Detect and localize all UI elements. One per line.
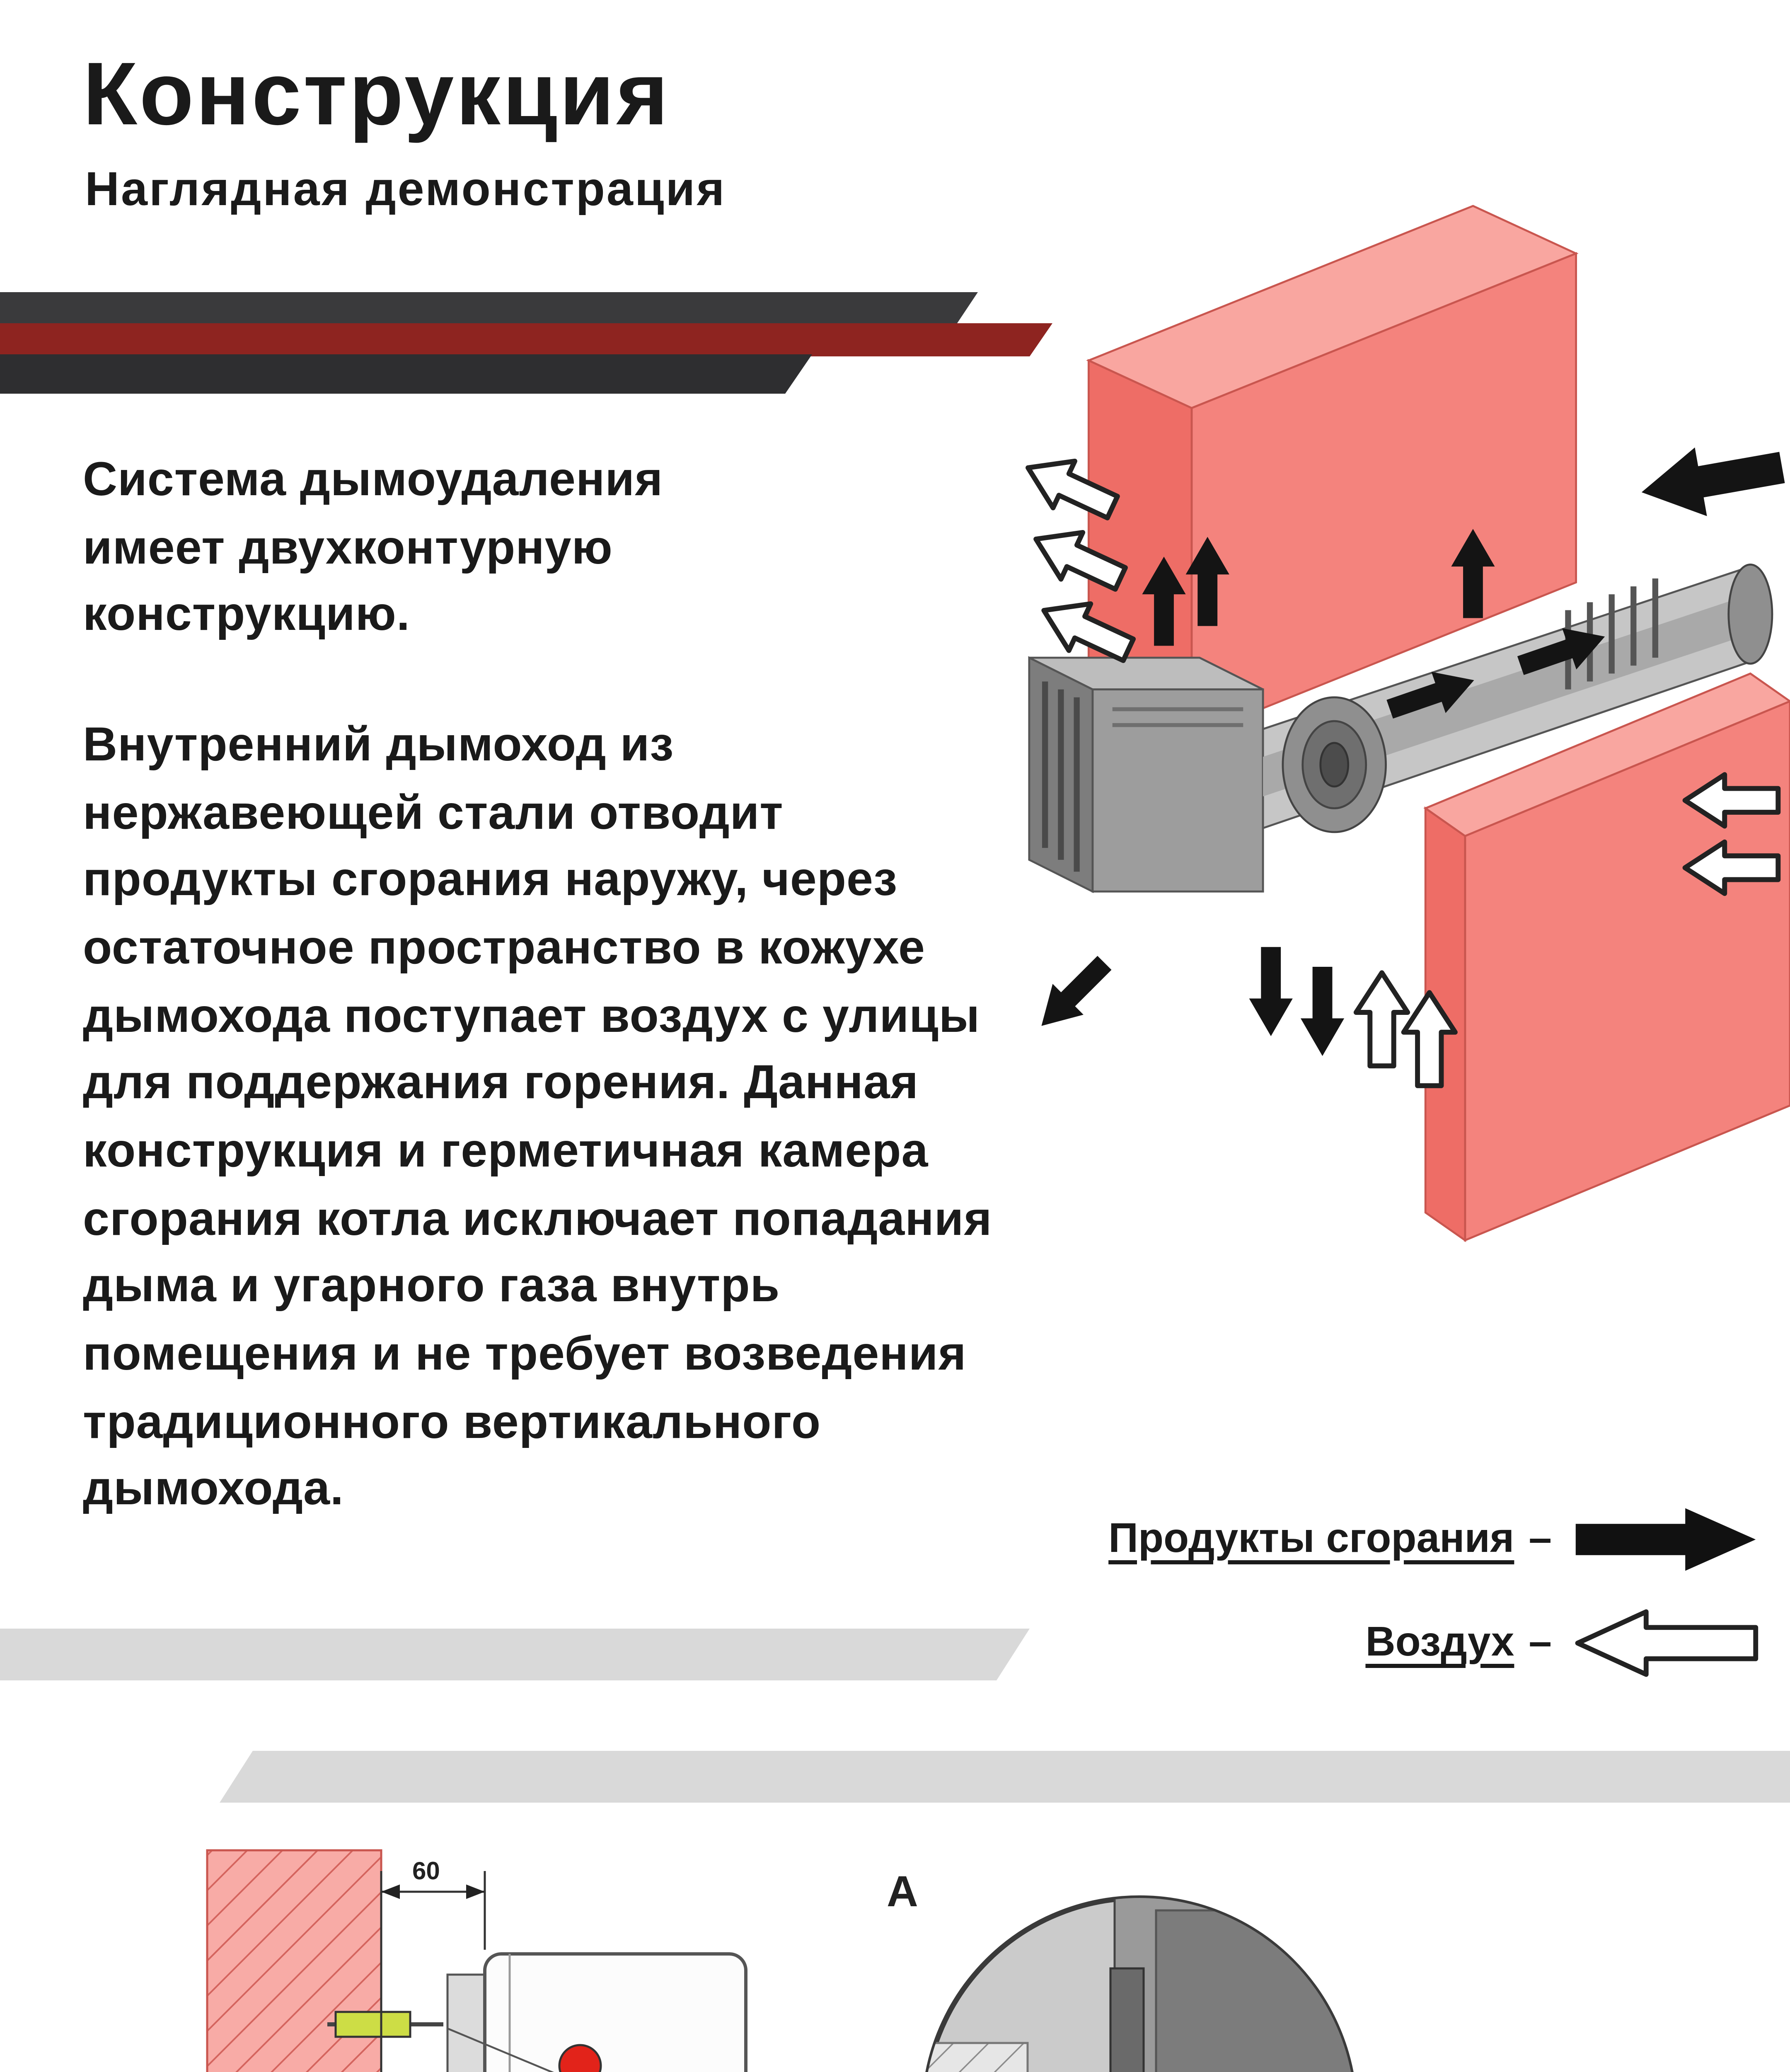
detail-title: А xyxy=(887,1867,918,1916)
intro-paragraph-2: Внутренний дымоход из нержавеющей стали … xyxy=(83,716,992,1515)
red-indicator xyxy=(558,2044,602,2072)
wall-section xyxy=(206,1849,382,2072)
boiler-top-box xyxy=(1028,656,1264,893)
isometric-flue-illustration xyxy=(974,205,1790,1242)
decorative-stripe-dark-bottom xyxy=(0,354,812,394)
intro-paragraph-1: Система дымоудаления имеет двухконтурную… xyxy=(83,452,663,641)
wall-block-lower xyxy=(1423,672,1790,1242)
legend-combustion-label: Продукты сгорания xyxy=(1108,1515,1514,1561)
coaxial-duct xyxy=(1262,563,1773,833)
legend-air: Воздух – xyxy=(1365,1608,1765,1678)
decorative-stripe-red xyxy=(0,323,1052,356)
divider-band-right xyxy=(220,1751,1790,1803)
page-title: Конструкция xyxy=(83,46,670,145)
intro-text: Система дымоудаления имеет двухконтурную… xyxy=(83,445,1005,1523)
legend-combustion: Продукты сгорания – xyxy=(1108,1504,1765,1575)
divider-band-left xyxy=(0,1629,1030,1680)
page-subtitle: Наглядная демонстрация xyxy=(85,162,726,215)
white-arrow-left-icon xyxy=(1575,1609,1759,1677)
legend-dash: – xyxy=(1529,1515,1552,1561)
boiler-side-drawing: 1:100 60 xyxy=(206,1849,747,2072)
legend-dash: – xyxy=(1529,1619,1552,1665)
boiler-side-view xyxy=(446,1952,747,2072)
detail-reference: А xyxy=(447,2027,554,2072)
flow-legend: Продукты сгорания – Воздух – xyxy=(1108,1504,1765,1678)
legend-air-label: Воздух xyxy=(1365,1619,1514,1665)
detail-a-view: А xyxy=(887,1867,1355,2072)
dimension-lines: 60 D C E B xyxy=(380,1857,486,2072)
black-arrow-right-icon xyxy=(1575,1508,1756,1571)
wall-anchors xyxy=(327,2011,443,2038)
dim-label-60: 60 xyxy=(412,1857,440,1885)
